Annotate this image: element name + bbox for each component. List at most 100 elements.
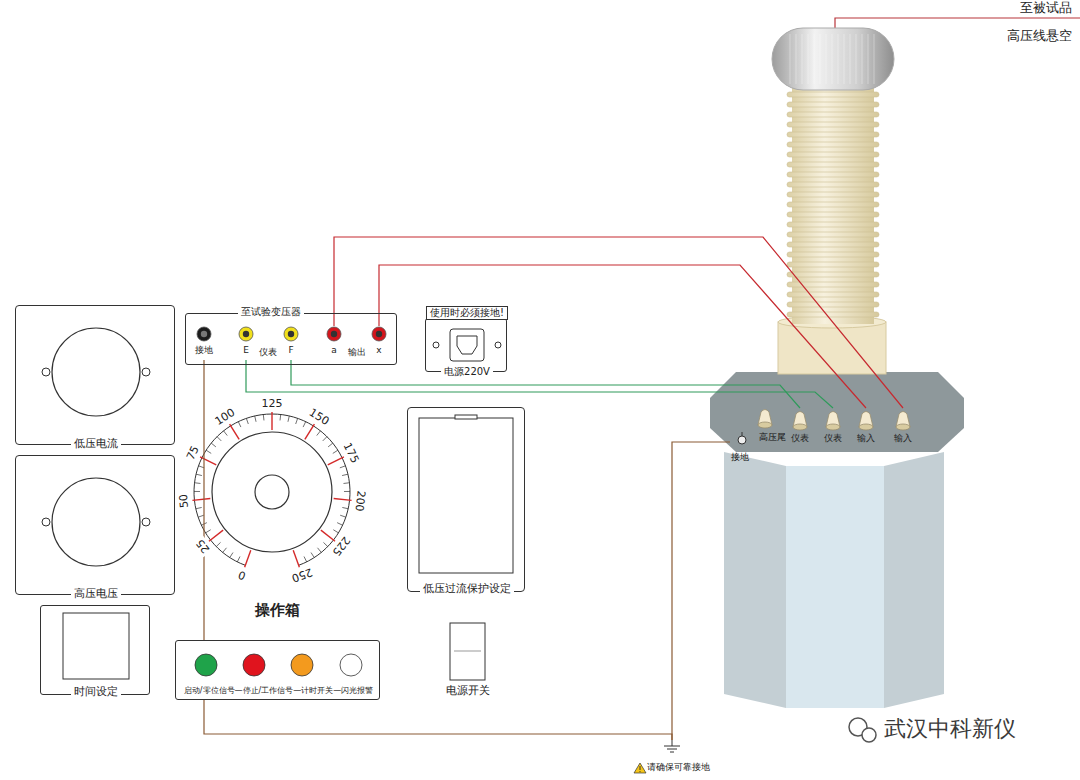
voltage-regulator-dial: [192, 412, 351, 567]
node-label: 低压电流: [71, 437, 121, 450]
illustration-part: [862, 728, 876, 742]
timer-setting: 时间设定: [40, 605, 150, 695]
node-label: 高压尾: [759, 432, 786, 443]
scale-number: 200: [352, 488, 368, 514]
transformer-terminal: 输入: [888, 408, 918, 446]
illustration-part: [142, 368, 150, 376]
illustration-part: [787, 112, 879, 117]
illustration-part: [239, 327, 253, 341]
illustration-part: [786, 466, 884, 708]
illustration-part: [787, 262, 879, 267]
illustration-part: [328, 443, 333, 447]
illustration-part: [808, 34, 809, 84]
illustration-part: [263, 414, 265, 420]
illustration-part: [787, 292, 879, 297]
transformer-terminal: 仪表: [818, 408, 848, 446]
watermark: 武汉中科新仪: [884, 716, 1016, 742]
binding-post: F: [280, 326, 302, 360]
illustration-part: [334, 498, 352, 500]
illustration-part: [450, 623, 485, 680]
binding-post: a: [323, 326, 345, 360]
illustration-part: [634, 763, 646, 773]
illustration-part: [304, 556, 307, 561]
top-plate: [710, 372, 964, 452]
illustration-part: [802, 34, 803, 84]
illustration-part: [787, 222, 879, 227]
illustration-part: [832, 34, 833, 84]
terminal-panel: 至试验变压器仪表输出接地EFax: [185, 313, 397, 365]
illustration-part: [333, 450, 338, 453]
scale-number: 50: [177, 492, 192, 511]
illustration-part: [291, 654, 313, 676]
illustration-part: [271, 412, 272, 430]
illustration-part: [787, 92, 879, 97]
illustration-part: [42, 368, 50, 376]
illustration-part: [206, 450, 211, 453]
illustration-part: [862, 34, 863, 84]
illustration-part: [670, 752, 674, 753]
ground-point: 请确保可靠接地: [622, 740, 722, 776]
node-label: 启动/零位信号—停止/工作信号—计时开关—闪光报警: [184, 686, 373, 696]
illustration-part: [724, 452, 786, 708]
illustration-part: [454, 651, 481, 652]
illustration-part: [194, 491, 200, 492]
illustration-part: [311, 553, 314, 558]
illustration-part: [787, 192, 879, 197]
illustration-part: [192, 412, 351, 567]
illustration-part: [303, 422, 306, 427]
illustration-part: [667, 749, 677, 750]
illustration-part: [787, 182, 879, 187]
illustration-part: [884, 452, 944, 708]
illustration-part: [874, 34, 875, 84]
illustration-part: [318, 548, 322, 553]
illustration-part: [317, 431, 321, 436]
illustration-part: [199, 466, 205, 468]
illustration-part: [342, 507, 348, 508]
current-meter: 低压电流: [15, 305, 175, 445]
illustration-part: [787, 172, 879, 177]
hv-tail-terminal: 高压尾接地: [730, 406, 788, 470]
binding-post: x: [368, 326, 390, 360]
illustration-part: [787, 122, 879, 127]
node-label: 仪表: [791, 433, 809, 444]
wire: [672, 442, 730, 740]
illustration-part: [778, 322, 886, 374]
caption-label: 操作箱: [255, 601, 300, 619]
node-label: x: [376, 345, 381, 356]
illustration-part: [344, 491, 350, 492]
illustration-part: [321, 530, 335, 541]
current-meter-graphic: [16, 306, 174, 444]
illustration-part: [337, 523, 342, 526]
node-label: 仪表: [824, 433, 842, 444]
voltage-meter-graphic: [16, 456, 174, 594]
illustration-part: [255, 475, 289, 509]
scale-number: 25: [192, 535, 213, 557]
illustration-part: [328, 457, 344, 465]
illustration-part: [787, 202, 879, 207]
illustration-part: [196, 474, 202, 475]
node-label: 高压电压: [71, 587, 121, 600]
caption-label: 高压线悬空: [1007, 28, 1072, 44]
illustration-part: [327, 327, 341, 341]
illustration-part: [826, 424, 840, 430]
node-label: 输出: [348, 347, 366, 358]
overcurrent-setting: 低压过流保护设定: [407, 407, 525, 592]
illustration-part: [245, 550, 251, 567]
illustration-part: [243, 331, 249, 337]
binding-post: E: [235, 326, 257, 360]
illustration-part: [787, 212, 879, 217]
wire: [379, 265, 866, 408]
node-label: 接地: [731, 452, 749, 463]
scale-number: 100: [211, 405, 239, 429]
node-label: E: [243, 345, 249, 356]
illustration-part: [237, 556, 240, 561]
illustration-part: [787, 132, 879, 137]
illustration-part: [664, 746, 680, 747]
illustration-part: [640, 766, 641, 770]
node-label: 电源220V: [441, 366, 493, 378]
bushing-cap: [772, 28, 894, 90]
illustration-part: [293, 550, 299, 567]
transformer-terminal: 仪表: [785, 408, 815, 446]
illustration-part: [787, 302, 879, 307]
